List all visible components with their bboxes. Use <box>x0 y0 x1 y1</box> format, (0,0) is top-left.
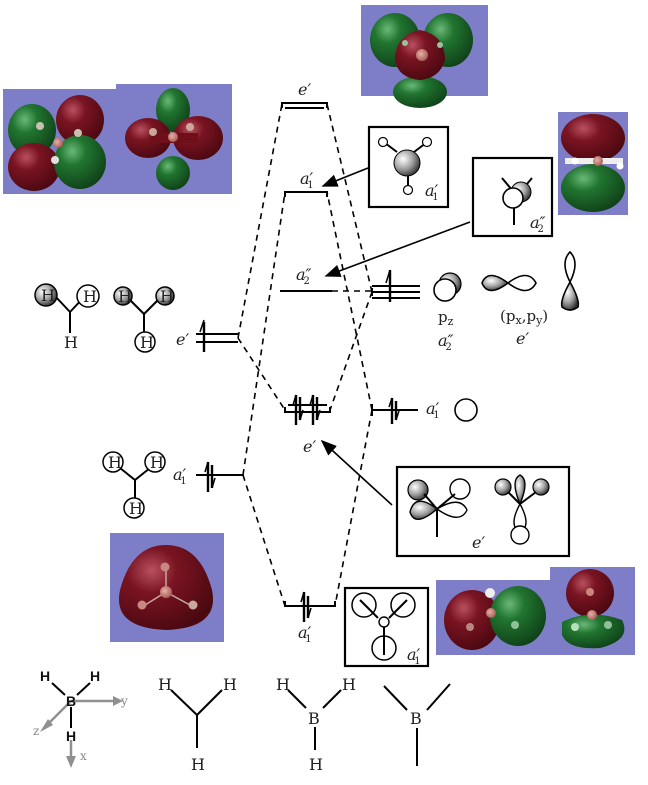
render-top-a1-antibonding <box>361 5 488 108</box>
mo-label-a1-antibonding: a′1 <box>300 169 314 191</box>
h-atom-label: H <box>64 333 78 352</box>
mo-label-e-bonding: e′ <box>303 437 316 456</box>
h-atom-label: H <box>158 675 172 694</box>
h3-e-sketch-2: H H H <box>113 286 175 353</box>
mo-label-a1-bonding: a′1 <box>298 623 312 645</box>
render-a2-double-prime <box>558 112 628 215</box>
callout-label: a′1 <box>425 181 439 203</box>
callout-label: a″2 <box>530 213 546 235</box>
b-label-a1: a′1 <box>426 399 440 421</box>
h-atom-label: H <box>118 287 132 306</box>
mo-level-e-bonding: e′ <box>284 394 331 456</box>
mo-level-a2-nonbonding: a″2 <box>280 265 332 292</box>
render-a1-bonding <box>110 533 224 642</box>
h3-label-e: e′ <box>176 330 189 349</box>
pxpy-label: (px,py) <box>500 307 548 327</box>
h-atom-label: H <box>40 668 50 684</box>
mo-level-a1-bonding: a′1 <box>284 591 336 645</box>
callout-a2: a″2 <box>471 156 554 238</box>
h-atom-label: H <box>83 287 97 306</box>
mo-level-e-antibonding: e′ <box>281 80 328 109</box>
b-atom-label: B <box>66 693 76 709</box>
x-axis-label: x <box>80 749 87 763</box>
b-atom-label: B <box>308 709 320 728</box>
h-atom-label: H <box>41 286 55 305</box>
orbital-render-e-1 <box>8 95 106 191</box>
pz-label: pz <box>438 308 454 328</box>
h-atom-label: H <box>108 453 122 472</box>
p-vertical-orbital-sketch <box>560 250 580 311</box>
h-atom-label: H <box>90 668 100 684</box>
electron-pair-1 <box>292 394 304 425</box>
h3-level-e: e′ <box>176 319 238 352</box>
h3-label-a1: a′1 <box>173 465 187 487</box>
h-atom-label: H <box>342 675 356 694</box>
pz-symmetry-label: a″2 <box>438 331 454 353</box>
callout-e-bonding: e′ <box>395 465 571 558</box>
h-atom-label: H <box>223 675 237 694</box>
arrow-to-a1-antibonding <box>321 167 369 187</box>
structure-bh3-frame: H H B H <box>276 675 356 774</box>
h3-e-sketch-1: H H H <box>34 283 100 352</box>
h-atom-label: H <box>66 728 76 744</box>
mo-label-a2-nonbonding: a″2 <box>296 265 312 287</box>
coordinate-axes: y z x H H B H <box>33 668 128 768</box>
h-atom-label: H <box>309 755 323 774</box>
s-orbital-icon <box>454 398 478 422</box>
h-atom-label: H <box>160 287 174 306</box>
callout-label: a′1 <box>407 645 421 667</box>
b-atom-label: B <box>410 709 422 728</box>
h-atom-label: H <box>129 499 143 518</box>
callout-a1-bonding: a′1 <box>343 586 430 668</box>
structure-h3-frame: H H H <box>158 675 237 774</box>
h3-level-a1: a′1 <box>173 461 243 492</box>
h-atom-label: H <box>191 755 205 774</box>
electron-pair-2 <box>309 394 321 425</box>
mo-level-a1-antibonding: a′1 <box>284 169 328 197</box>
orbital-render-e-bonding-2 <box>562 569 625 649</box>
arrow-to-a2 <box>324 221 471 277</box>
pz-orbital-sketch: pz a″2 <box>433 272 462 353</box>
arrow-to-e-bonding <box>320 439 393 506</box>
b-level-p <box>371 269 420 302</box>
h-atom-label: H <box>276 675 290 694</box>
callout-label: e′ <box>472 533 485 552</box>
pxpy-symmetry-label: e′ <box>516 329 529 348</box>
orbital-render-e-2 <box>125 88 223 190</box>
render-top-e-pair <box>3 84 232 194</box>
callout-a1-antibonding: a′1 <box>367 125 450 209</box>
h-atom-label: H <box>150 453 164 472</box>
h3-a1-sketch: H H H <box>102 451 166 519</box>
h-atom-label: H <box>140 333 154 352</box>
correlation-lines <box>237 103 373 607</box>
render-e-bonding-pair <box>436 567 635 655</box>
y-axis-label: y <box>120 694 128 708</box>
orbital-render-e-bonding-1 <box>444 586 546 650</box>
structure-b-skeleton: B <box>383 683 451 766</box>
mo-label-e-antibonding: e′ <box>298 80 311 99</box>
z-axis-label: z <box>33 724 39 738</box>
pxpy-orbital-sketch: (px,py) e′ <box>481 274 548 348</box>
electron-pair <box>300 591 312 622</box>
b-level-s: a′1 <box>371 397 478 424</box>
